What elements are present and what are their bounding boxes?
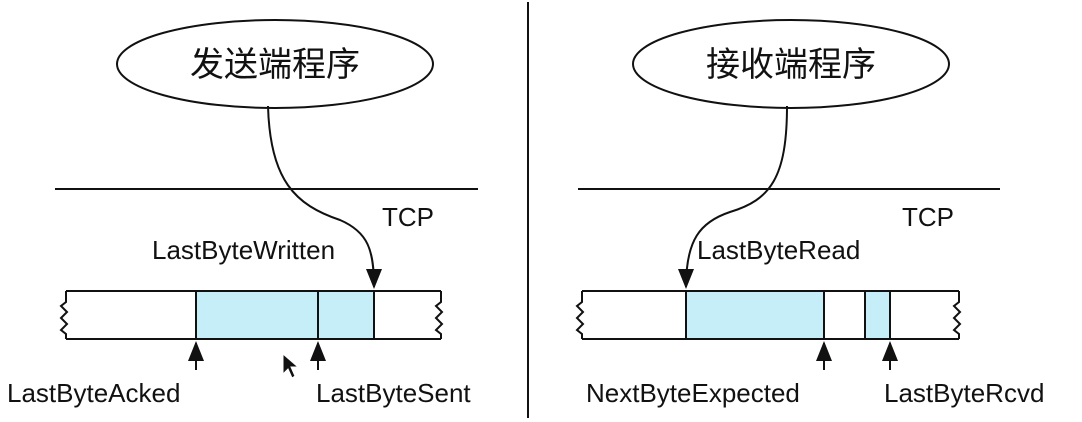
- sender-buffer-fill: [196, 291, 374, 339]
- pointer-last-byte-read: LastByteRead: [697, 235, 860, 265]
- sender-program-label: 发送端程序: [190, 45, 360, 85]
- receiver-read-curve: [678, 105, 788, 289]
- mouse-pointer-icon: [282, 352, 300, 379]
- receiver-buffer-right-break: [952, 291, 962, 339]
- pointer-last-byte-written: LastByteWritten: [152, 235, 335, 265]
- sender-buffer: [59, 290, 444, 340]
- sender-panel: 发送端程序 TCP LastByteWritten LastByteAcked …: [7, 19, 478, 408]
- receiver-program-label: 接收端程序: [706, 45, 876, 85]
- sender-tcp-label: TCP: [382, 202, 434, 232]
- receiver-buffer: [575, 290, 962, 340]
- pointer-last-byte-acked: LastByteAcked: [7, 378, 180, 408]
- receiver-tcp-label: TCP: [902, 202, 954, 232]
- receiver-buffer-left-break: [575, 291, 585, 339]
- receiver-buffer-fill-ooo: [865, 291, 890, 339]
- receiver-buffer-fill-main: [686, 291, 824, 339]
- pointer-next-byte-expected: NextByteExpected: [586, 378, 800, 408]
- sender-program-ellipse: [116, 19, 434, 109]
- sender-buffer-left-break: [59, 291, 69, 339]
- receiver-program-ellipse: [632, 19, 950, 109]
- pointer-last-byte-sent: LastByteSent: [316, 378, 471, 408]
- pointer-last-byte-rcvd: LastByteRcvd: [884, 378, 1044, 408]
- sender-buffer-right-break: [434, 291, 444, 339]
- sender-written-curve: [267, 105, 382, 289]
- receiver-panel: 接收端程序 TCP LastByteRead NextByteExpected …: [575, 19, 1044, 408]
